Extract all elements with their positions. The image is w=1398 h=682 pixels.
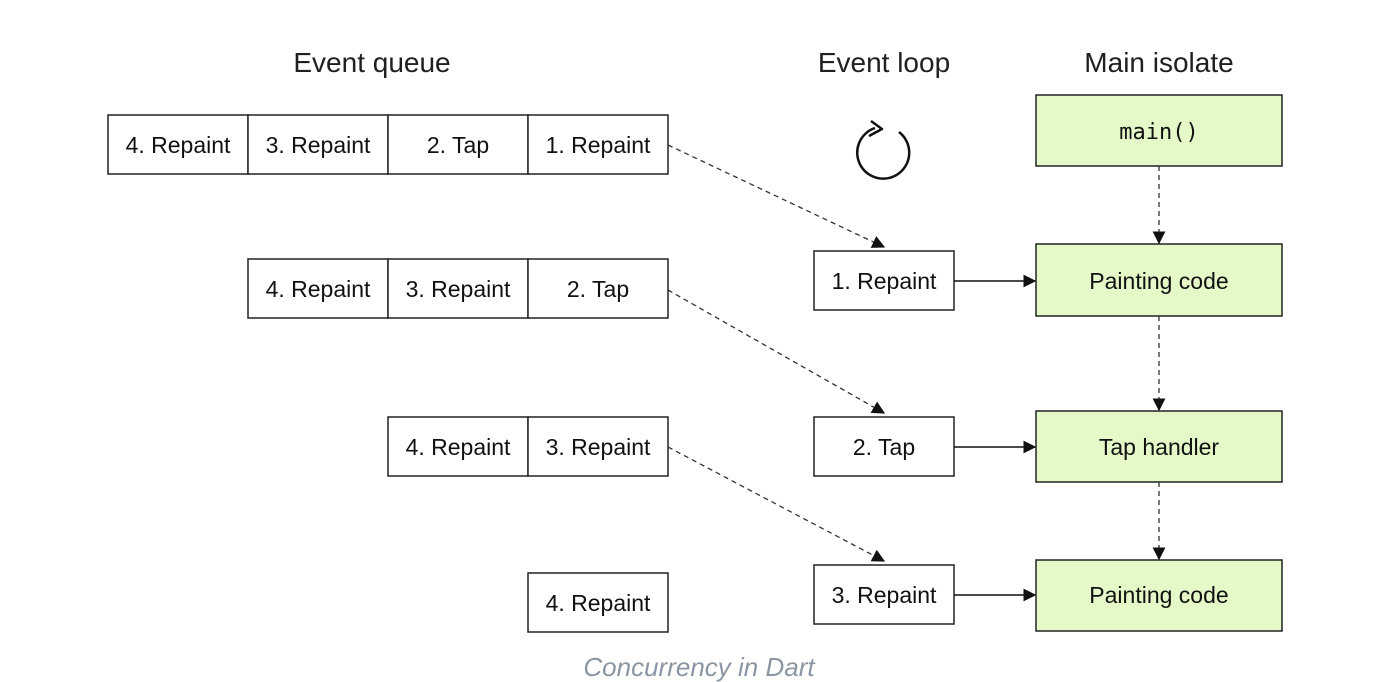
figure-caption: Concurrency in Dart [583,652,815,682]
main-function-label: main() [1119,120,1198,145]
queue-cell-label: 4. Repaint [126,132,231,158]
dequeue-arrow [667,289,886,414]
queue-cell: 3. Repaint [247,114,389,175]
dequeue-arrow [667,144,886,248]
queue-cell-label: 3. Repaint [266,132,371,158]
isolate-step-box: Painting code [1035,243,1283,317]
queue-cell: 4. Repaint [527,572,669,633]
loop-event-label: 1. Repaint [832,268,937,294]
queue-cell: 3. Repaint [387,258,529,319]
queue-cell: 4. Repaint [107,114,249,175]
queue-cell: 4. Repaint [387,416,529,477]
isolate-step-label: Tap handler [1099,434,1220,460]
loop-event-box: 3. Repaint [813,564,955,625]
queue-row: 4. Repaint [527,572,669,633]
queue-row: 4. Repaint 3. Repaint [387,416,669,477]
queue-cell-label: 3. Repaint [546,434,651,460]
isolate-step-box: Tap handler [1035,410,1283,483]
queue-cell-label: 2. Tap [567,276,629,302]
queue-cell: 1. Repaint [527,114,669,175]
loop-event-box: 2. Tap [813,416,955,477]
queue-cell: 2. Tap [387,114,529,175]
queue-cell-label: 2. Tap [427,132,489,158]
queue-cell: 4. Repaint [247,258,389,319]
queue-cell-label: 4. Repaint [546,590,651,616]
dequeue-arrow [667,446,886,562]
isolate-step-box: Painting code [1035,559,1283,632]
queue-cell: 3. Repaint [527,416,669,477]
loop-event-label: 3. Repaint [832,582,937,608]
queue-row: 4. Repaint 3. Repaint 2. Tap 1. Repaint [107,114,669,175]
main-function-box: main() [1035,94,1283,167]
isolate-step-label: Painting code [1089,268,1228,294]
queue-cell-label: 4. Repaint [406,434,511,460]
queue-row: 4. Repaint 3. Repaint 2. Tap [247,258,669,319]
queue-cell-label: 3. Repaint [406,276,511,302]
queue-cell: 2. Tap [527,258,669,319]
queue-cell-label: 4. Repaint [266,276,371,302]
isolate-step-label: Painting code [1089,582,1228,608]
main-isolate-header: Main isolate [1084,47,1233,78]
queue-cell-label: 1. Repaint [546,132,651,158]
refresh-loop-icon [855,119,911,180]
loop-event-box: 1. Repaint [813,250,955,311]
event-queue-header: Event queue [293,47,450,78]
loop-event-label: 2. Tap [853,434,915,460]
event-loop-header: Event loop [818,47,950,78]
